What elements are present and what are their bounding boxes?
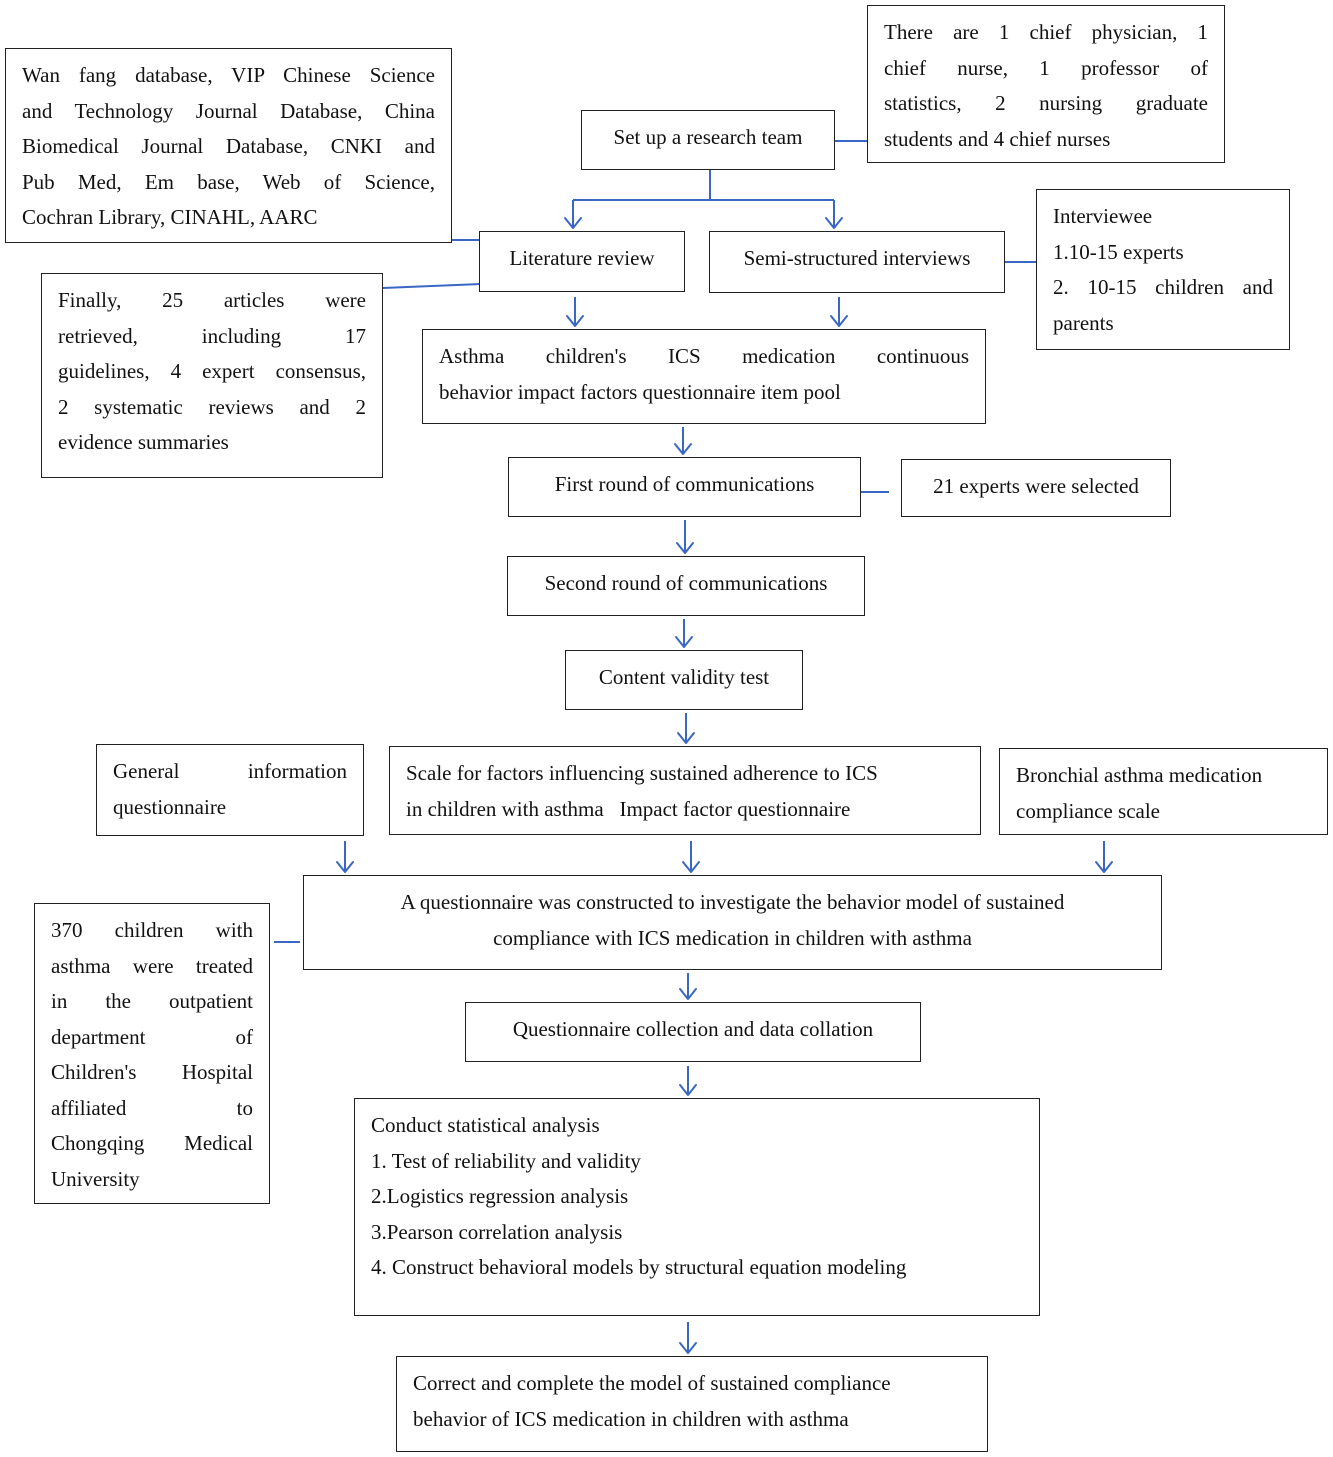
- to-literature-review-arrowhead: [564, 217, 582, 229]
- final-model-line-2: behavior of ICS medication in children w…: [413, 1406, 849, 1431]
- children-sample-line-7: Chongqing Medical: [51, 1131, 253, 1155]
- constructed-questionnaire-box: A questionnaire was constructed to inves…: [303, 875, 1162, 970]
- validity-test-box: Content validity test: [565, 650, 803, 710]
- general-info-box: General information questionnaire: [96, 744, 364, 836]
- databases-line-1: Wan fang database, VIP Chinese Science: [22, 63, 435, 87]
- item-pool-box: Asthma children's ICS medication continu…: [422, 329, 986, 424]
- articles-line-4: 2 systematic reviews and 2: [58, 394, 366, 419]
- to-second-round-arrowhead: [676, 542, 694, 554]
- children-sample-line-8: University: [51, 1166, 140, 1191]
- compliance-scale-line-1: Bronchial asthma medication: [1016, 763, 1263, 787]
- children-sample-box: 370 children with asthma were treated in…: [34, 903, 270, 1204]
- experts-selected-label: 21 experts were selected: [933, 474, 1139, 498]
- scale-factors-box: Scale for factors influencing sustained …: [389, 746, 981, 835]
- interviewee-box: Interviewee 1.10-15 experts 2. 10-15 chi…: [1036, 189, 1290, 350]
- articles-link-line: [382, 283, 482, 289]
- first-round-box: First round of communications: [508, 457, 861, 517]
- connector-lines: [274, 140, 1105, 1353]
- general-to-questionnaire-arrowhead: [336, 861, 354, 873]
- databases-box: Wan fang database, VIP Chinese Science a…: [5, 48, 452, 243]
- to-item-pool-right-arrowhead: [830, 315, 848, 327]
- compliance-scale-line-2: compliance scale: [1016, 798, 1161, 823]
- articles-line-5: evidence summaries: [58, 430, 229, 454]
- second-round-label: Second round of communications: [544, 571, 828, 595]
- team-members-line-4: students and 4 chief nurses: [884, 126, 1111, 151]
- constructed-questionnaire-line-2: compliance with ICS medication in childr…: [493, 925, 972, 950]
- first-round-label: First round of communications: [554, 472, 815, 496]
- collection-label: Questionnaire collection and data collat…: [512, 1017, 874, 1041]
- interviewee-line-4: parents: [1053, 310, 1114, 335]
- analysis-line-2: 1. Test of reliability and validity: [371, 1148, 641, 1173]
- collection-box: Questionnaire collection and data collat…: [465, 1002, 921, 1062]
- item-pool-line-1: Asthma children's ICS medication continu…: [439, 344, 969, 368]
- final-model-line-1: Correct and complete the model of sustai…: [413, 1371, 891, 1395]
- children-sample-line-2: asthma were treated: [51, 953, 253, 978]
- to-analysis-arrowhead: [679, 1084, 697, 1096]
- children-sample-line-3: in the outpatient: [51, 989, 253, 1013]
- analysis-line-5: 4. Construct behavioral models by struct…: [371, 1255, 907, 1279]
- databases-line-5: Cochran Library, CINAHL, AARC: [22, 205, 318, 229]
- team-members-line-2: chief nurse, 1 professor of: [884, 55, 1208, 80]
- compliance-scale-box: Bronchial asthma medication compliance s…: [999, 748, 1328, 835]
- to-item-pool-left-arrowhead: [566, 315, 584, 327]
- literature-review-box: Literature review: [479, 231, 685, 292]
- articles-line-1: Finally, 25 articles were: [58, 288, 366, 312]
- children-sample-line-1: 370 children with: [51, 918, 253, 942]
- analysis-line-1: Conduct statistical analysis: [371, 1113, 600, 1137]
- children-sample-line-5: Children's Hospital: [51, 1060, 253, 1084]
- general-info-line-1: General information: [113, 759, 347, 783]
- interviewee-line-2: 1.10-15 experts: [1053, 239, 1184, 264]
- team-members-box: There are 1 chief physician, 1 chief nur…: [867, 5, 1225, 163]
- team-members-line-3: statistics, 2 nursing graduate: [884, 91, 1208, 115]
- item-pool-line-2: behavior impact factors questionnaire it…: [439, 379, 841, 404]
- scale-factors-line-2: in children with asthma Impact factor qu…: [406, 796, 851, 821]
- final-model-box: Correct and complete the model of sustai…: [396, 1356, 988, 1452]
- to-scale-factors-arrowhead: [677, 732, 695, 744]
- databases-line-2: and Technology Journal Database, China: [22, 98, 435, 123]
- research-team-label: Set up a research team: [613, 125, 803, 149]
- team-members-line-1: There are 1 chief physician, 1: [884, 20, 1208, 44]
- scale-factors-line-1: Scale for factors influencing sustained …: [406, 761, 878, 785]
- articles-line-3: guidelines, 4 expert consensus,: [58, 359, 366, 383]
- validity-test-label: Content validity test: [598, 665, 770, 689]
- databases-line-3: Biomedical Journal Database, CNKI and: [22, 134, 435, 158]
- articles-line-2: retrieved, including 17: [58, 323, 366, 348]
- analysis-box: Conduct statistical analysis 1. Test of …: [354, 1098, 1040, 1316]
- interviewee-line-1: Interviewee: [1053, 204, 1153, 228]
- to-interviews-arrowhead: [825, 217, 843, 229]
- arrowheads: [336, 217, 1113, 1354]
- to-first-round-arrowhead: [674, 443, 692, 455]
- constructed-questionnaire-line-1: A questionnaire was constructed to inves…: [400, 890, 1065, 914]
- literature-review-label: Literature review: [509, 246, 655, 270]
- interviewee-line-3: 2. 10-15 children and: [1053, 275, 1273, 299]
- to-final-model-arrowhead: [679, 1342, 697, 1354]
- to-validity-test-arrowhead: [675, 636, 693, 648]
- interviews-box: Semi-structured interviews: [709, 231, 1005, 293]
- compliance-to-questionnaire-arrowhead: [1095, 861, 1113, 873]
- to-collection-arrowhead: [679, 988, 697, 1000]
- analysis-line-4: 3.Pearson correlation analysis: [371, 1219, 623, 1244]
- scale-to-questionnaire-arrowhead: [682, 861, 700, 873]
- general-info-line-2: questionnaire: [113, 794, 227, 819]
- articles-box: Finally, 25 articles were retrieved, inc…: [41, 273, 383, 478]
- children-sample-line-6: affiliated to: [51, 1095, 253, 1120]
- children-sample-line-4: department of: [51, 1024, 253, 1049]
- analysis-line-3: 2.Logistics regression analysis: [371, 1184, 629, 1208]
- databases-line-4: Pub Med, Em base, Web of Science,: [22, 169, 435, 194]
- experts-selected-box: 21 experts were selected: [901, 459, 1171, 517]
- interviews-label: Semi-structured interviews: [743, 246, 971, 270]
- research-team-box: Set up a research team: [581, 110, 835, 170]
- second-round-box: Second round of communications: [507, 556, 865, 616]
